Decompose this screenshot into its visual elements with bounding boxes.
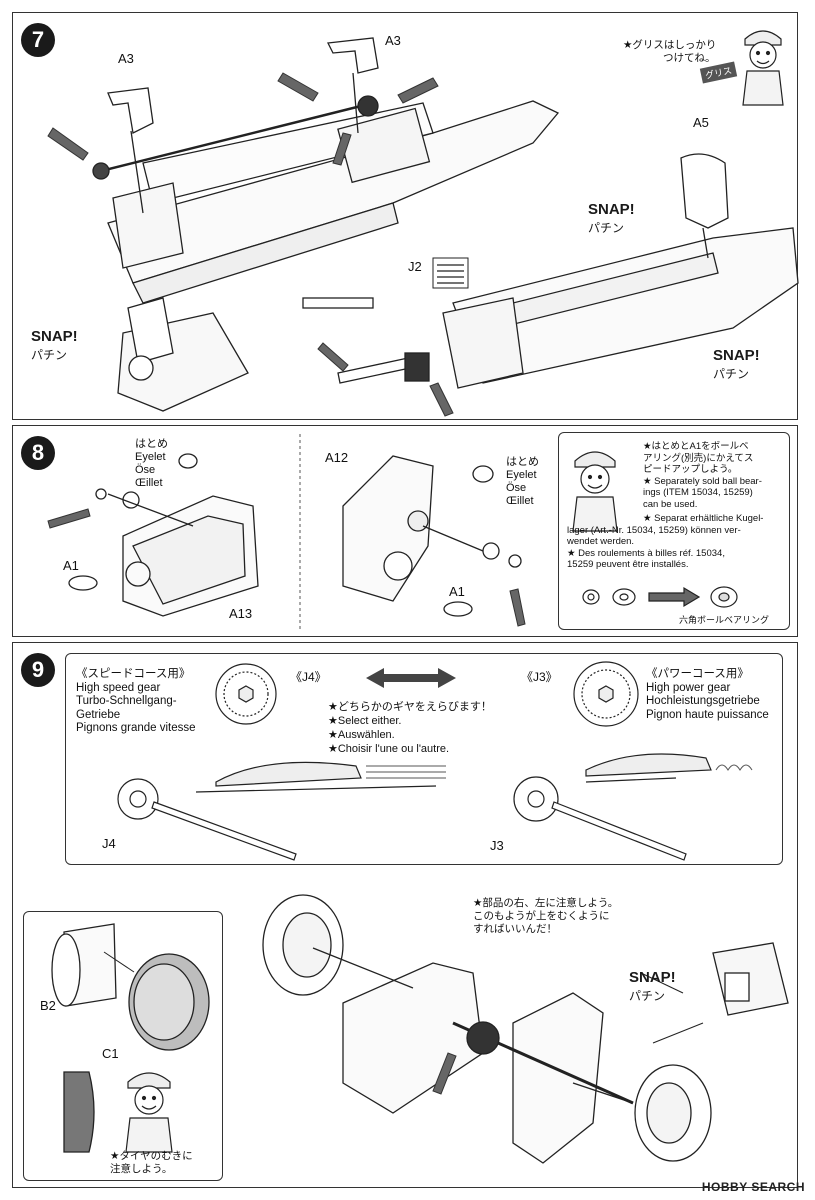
- tire-note-line-2: 注意しよう。: [110, 1163, 173, 1175]
- eyelet-de: Öse: [506, 482, 527, 494]
- gearbox-a13-illustration: [47, 453, 259, 617]
- power-en: High power gear: [646, 681, 731, 694]
- tip-text-wide: ★ Separat erhältliche Kugel- lager (Art.…: [567, 513, 787, 571]
- tip-line-3: ピードアップしよう。: [643, 464, 738, 475]
- hobby-search-watermark: HOBBY SEARCH: [701, 1180, 805, 1194]
- part-label-a1-left: A1: [63, 558, 79, 573]
- snap-label-upper: SNAP! パチン: [588, 201, 635, 237]
- step-9-number: 9: [21, 653, 55, 687]
- gearbox-a12-illustration: [342, 455, 526, 627]
- select-jp: ★どちらかのギヤをえらびます！: [328, 701, 492, 713]
- part-label-c1: C1: [102, 1046, 119, 1061]
- select-en: ★Select either.: [328, 715, 402, 727]
- eyelet-en: Eyelet: [135, 451, 166, 463]
- part-label-j2: J2: [408, 259, 422, 274]
- tip-line-1: ★はとめとA1をボールベ: [643, 441, 749, 452]
- tip-text: ★はとめとA1をボールベ アリング(別売)にかえてス ピードアップしよう。 ★ …: [643, 441, 785, 510]
- chassis-body-left-illustration: [47, 37, 560, 304]
- speed-de-2: Getriebe: [76, 708, 121, 721]
- chassis-body-right-illustration: [302, 153, 799, 417]
- mascot-icon: [125, 1072, 173, 1153]
- mascot-icon: [572, 451, 618, 532]
- side-note-line-2: このもようが上をむくように: [473, 910, 610, 922]
- step-9-panel: 9 《スピードコース用》 High speed gear Turbo-Schne…: [12, 642, 798, 1188]
- gear-selection-illustration: [117, 661, 753, 861]
- tip-line-9: wendet werden.: [567, 536, 635, 547]
- eyelet-label-right: はとめ Eyelet Öse Œillet: [506, 456, 539, 508]
- select-text: ★どちらかのギヤをえらびます！ ★Select either. ★Auswähl…: [328, 700, 492, 756]
- bearing-label: 六角ボールベアリング: [679, 615, 770, 625]
- eyelet-jp: はとめ: [506, 456, 539, 468]
- snap-en: SNAP!: [629, 969, 676, 986]
- speed-de-1: Turbo-Schnellgang-: [76, 695, 177, 707]
- tip-line-10: ★ Des roulements à billes réf. 15034,: [567, 547, 725, 559]
- gear-selection-box: 《スピードコース用》 High speed gear Turbo-Schnell…: [65, 653, 783, 865]
- part-label-a1-right: A1: [449, 584, 465, 599]
- j4-tag: 《J4》: [290, 670, 327, 684]
- snap-jp: パチン: [629, 989, 666, 1003]
- part-label-a3-left: A3: [118, 51, 134, 66]
- eyelet-en: Eyelet: [506, 469, 537, 481]
- snap-en: SNAP!: [713, 347, 760, 364]
- eyelet-fr: Œillet: [135, 477, 163, 489]
- step-8-divider: [299, 434, 301, 631]
- side-note-line-1: ★部品の右、左に注意しよう。: [473, 897, 619, 909]
- tip-line-2: アリング(別売)にかえてス: [643, 452, 754, 464]
- snap-jp: パチン: [31, 348, 68, 362]
- part-label-a13: A13: [229, 606, 253, 621]
- bearing-parts-icon: [582, 586, 738, 608]
- tip-line-11: 15259 peuvent être installés.: [567, 559, 689, 570]
- snap-label-right: SNAP! パチン: [713, 347, 760, 383]
- step-7-number: 7: [21, 23, 55, 57]
- part-label-j3: J3: [490, 838, 504, 853]
- step-8-panel: 8: [12, 425, 798, 637]
- power-jp: 《パワーコース用》: [646, 668, 749, 680]
- speed-fr: Pignons grande vitesse: [76, 722, 196, 734]
- power-de: Hochleistungsgetriebe: [646, 695, 760, 707]
- tip-line-5: ings (ITEM 15034, 15259): [643, 487, 753, 498]
- snap-label-step9: SNAP! パチン: [629, 969, 676, 1005]
- speed-gear-text: 《スピードコース用》 High speed gear Turbo-Schnell…: [76, 668, 196, 736]
- tip-line-7: ★ Separat erhältliche Kugel-: [643, 513, 764, 524]
- snap-en: SNAP!: [31, 328, 78, 345]
- side-note-line-3: すればいいんだ！: [473, 923, 557, 935]
- eyelet-de: Öse: [135, 464, 156, 476]
- grease-note-line-2: つけてね。: [663, 52, 716, 64]
- rear-axle-assembly-illustration: [262, 894, 789, 1164]
- snap-label-left: SNAP! パチン: [31, 328, 78, 364]
- tire-inset-box: B2 C1 ★タイヤのむきに 注意しよう。: [23, 911, 223, 1181]
- power-fr: Pignon haute puissance: [646, 708, 769, 721]
- mascot-icon: [742, 30, 784, 106]
- step-8-number: 8: [21, 436, 55, 470]
- eyelet-fr: Œillet: [506, 495, 534, 507]
- speed-en: High speed gear: [76, 681, 161, 694]
- part-label-a3-right: A3: [385, 33, 401, 48]
- ball-bearing-tip-box: ★はとめとA1をボールベ アリング(別売)にかえてス ピードアップしよう。 ★ …: [558, 432, 790, 630]
- tire-illustration: [51, 923, 210, 1153]
- tip-line-8: lager (Art.-Nr. 15034, 15259) können ver…: [567, 524, 741, 536]
- tip-line-4: ★ Separately sold ball bear-: [643, 475, 762, 487]
- tire-note-line-1: ★タイヤのむきに: [110, 1150, 193, 1162]
- power-gear-text: 《パワーコース用》 High power gear Hochleistungsg…: [646, 668, 769, 722]
- snap-en: SNAP!: [588, 201, 635, 218]
- grease-note-line-1: ★グリスはしっかり: [623, 39, 717, 51]
- part-label-j4: J4: [102, 836, 116, 851]
- snap-inset-illustration: [117, 297, 249, 412]
- tip-line-6: can be used.: [643, 498, 698, 510]
- j3-tag: 《J3》: [521, 670, 558, 684]
- step-7-panel: 7: [12, 12, 799, 420]
- tire-note: ★タイヤのむきに 注意しよう。: [110, 1150, 193, 1176]
- snap-jp: パチン: [588, 221, 625, 235]
- speed-jp: 《スピードコース用》: [76, 668, 191, 680]
- side-orientation-note: ★部品の右、左に注意しよう。 このもようが上をむくように すればいいんだ！: [473, 897, 618, 936]
- part-label-b2: B2: [40, 998, 56, 1013]
- select-fr: ★Choisir l'une ou l'autre.: [328, 743, 450, 755]
- eyelet-jp: はとめ: [135, 438, 168, 450]
- eyelet-label-left: はとめ Eyelet Öse Œillet: [135, 438, 168, 490]
- grease-note: ★グリスはしっかり つけてね。: [623, 39, 716, 65]
- part-label-a12: A12: [325, 450, 349, 465]
- part-label-a5: A5: [693, 115, 709, 130]
- snap-jp: パチン: [713, 367, 750, 381]
- select-de: ★Auswählen.: [328, 729, 395, 741]
